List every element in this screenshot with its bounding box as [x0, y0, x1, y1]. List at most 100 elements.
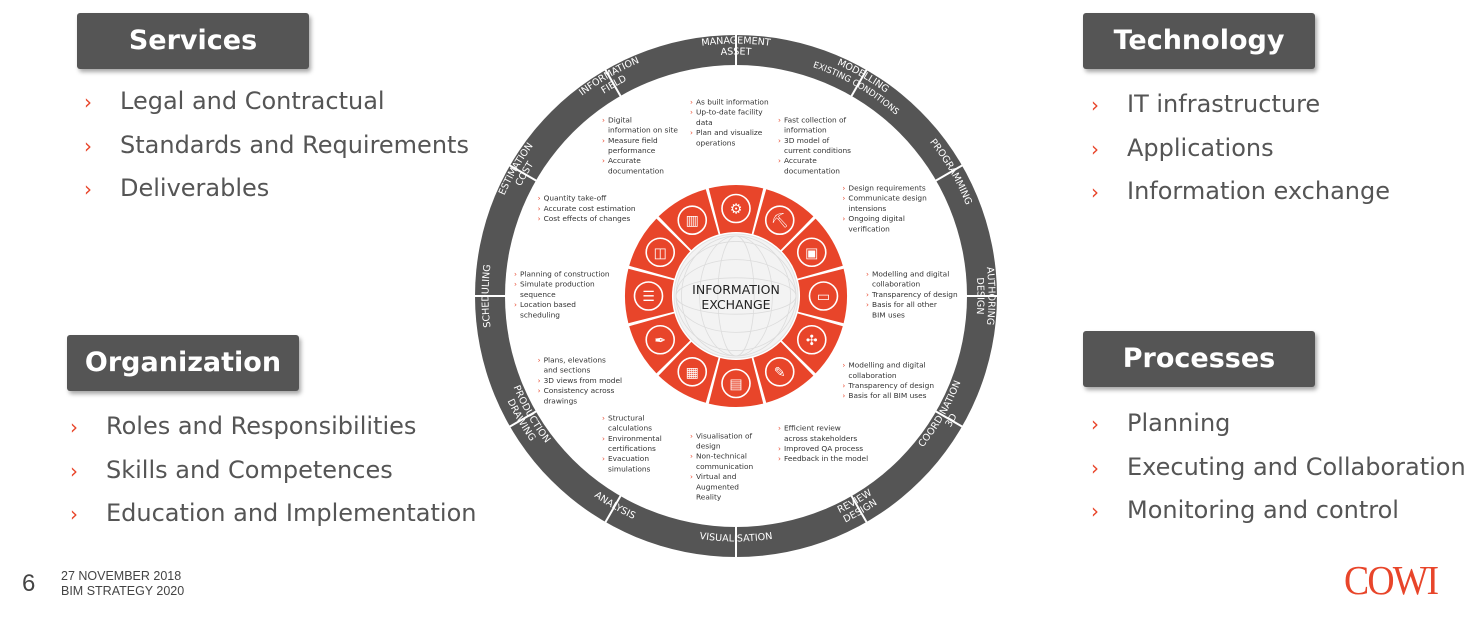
note-bullet-icon: ›	[690, 108, 693, 117]
schedule-icon: ☰	[642, 289, 655, 305]
note-line: intensions	[848, 204, 886, 213]
segment-label: SCHEDULING	[480, 264, 493, 328]
technology-heading: Technology	[1083, 13, 1315, 69]
note-line: Transparency of design	[847, 381, 934, 390]
note-line: 3D model of	[784, 136, 830, 145]
money-icon-frame	[645, 237, 676, 268]
note-line: Environmental	[608, 434, 662, 443]
note-line: certifications	[608, 444, 656, 453]
orange-sector	[629, 218, 691, 279]
calculator-icon: ▦	[686, 365, 699, 381]
bullet-chevron-icon: ›	[84, 90, 92, 114]
segment-label-text: AUTHORING	[984, 266, 997, 325]
list-item: ›Applications	[1091, 127, 1390, 171]
note-line: Design requirements	[848, 184, 925, 193]
tablet-icon-frame	[677, 205, 708, 236]
orange-sector	[658, 341, 719, 403]
note-line: Planning of construction	[520, 270, 610, 279]
note-line: Ongoing digital	[848, 214, 904, 223]
note-line: design	[696, 442, 721, 451]
note-line: and sections	[544, 366, 591, 375]
cowi-logo: COWI	[1344, 557, 1439, 603]
note-line: performance	[608, 146, 656, 155]
note-line: Virtual and	[696, 472, 737, 481]
note-bullet-icon: ›	[602, 156, 605, 165]
note-bullet-icon: ›	[538, 214, 541, 223]
orange-sector	[658, 189, 719, 251]
segment-notes: ›Planning of construction›Simulate produ…	[514, 270, 610, 320]
note-line: Reality	[696, 493, 722, 502]
note-bullet-icon: ›	[690, 452, 693, 461]
note-line: Location based	[520, 300, 576, 309]
note-bullet-icon: ›	[538, 386, 541, 395]
money-icon: ◫	[654, 245, 667, 261]
segment-label-text: MANAGEMENT	[701, 35, 772, 48]
note-line: verification	[848, 224, 890, 233]
tablet-icon: ▥	[686, 213, 699, 229]
bullet-chevron-icon: ›	[84, 177, 92, 201]
list-item-label: Standards and Requirements	[120, 130, 469, 159]
ring-separator	[850, 68, 868, 98]
ring-separator	[850, 494, 868, 524]
list-item: ›Monitoring and control	[1091, 489, 1466, 533]
note-line: Structural	[608, 413, 645, 422]
gears-icon: ⚙	[730, 202, 743, 218]
note-line: Accurate	[784, 156, 817, 165]
note-bullet-icon: ›	[538, 194, 541, 203]
note-line: Consistency across	[544, 386, 615, 395]
note-line: Augmented	[696, 482, 739, 491]
note-line: documentation	[784, 166, 840, 175]
note-line: operations	[696, 138, 735, 147]
note-bullet-icon: ›	[602, 115, 605, 124]
note-line: Communicate design	[848, 194, 927, 203]
note-line: BIM uses	[872, 310, 905, 319]
note-bullet-icon: ›	[602, 136, 605, 145]
note-line: Evacuation	[608, 454, 649, 463]
list-item-label: Monitoring and control	[1127, 496, 1399, 524]
note-bullet-icon: ›	[842, 214, 845, 223]
segment-label-text: VISUALISATION	[699, 531, 773, 545]
calculator-icon-frame	[677, 356, 708, 387]
note-line: Measure field	[608, 136, 658, 145]
excavator-icon: ⛏	[771, 213, 789, 229]
bullet-chevron-icon: ›	[70, 458, 78, 483]
note-line: across stakeholders	[784, 434, 857, 443]
note-line: As built information	[696, 98, 769, 107]
note-line: Plans, elevations	[544, 356, 606, 365]
ring-separator	[508, 410, 538, 428]
bullet-chevron-icon: ›	[70, 502, 78, 526]
note-bullet-icon: ›	[690, 472, 693, 481]
note-line: Basis for all BIM uses	[848, 391, 926, 400]
page-number: 6	[22, 570, 36, 597]
footer-text: 27 NOVEMBER 2018 BIM STRATEGY 2020	[61, 569, 184, 599]
note-bullet-icon: ›	[690, 98, 693, 107]
orange-sector	[798, 268, 847, 324]
note-bullet-icon: ›	[690, 128, 693, 137]
note-line: data	[696, 118, 713, 127]
note-bullet-icon: ›	[538, 356, 541, 365]
ring-separator	[604, 494, 622, 524]
note-line: information	[784, 126, 827, 135]
list-item-label: Executing and Collaboration	[1127, 452, 1466, 481]
list-item-label: Skills and Competences	[106, 455, 393, 484]
technology-list: ›IT infrastructure ›Applications ›Inform…	[1091, 83, 1390, 214]
ring-separator	[934, 164, 964, 182]
footer-subtitle: BIM STRATEGY 2020	[61, 584, 185, 598]
list-item: ›Legal and Contractual	[84, 80, 469, 124]
organization-list: ›Roles and Responsibilities › Skills and …	[70, 405, 476, 536]
list-item: ›Roles and Responsibilities	[70, 405, 476, 449]
segment-label: VISUALISATION	[699, 531, 773, 545]
note-line: scheduling	[520, 310, 560, 319]
note-line: collaboration	[872, 280, 920, 289]
orange-sector	[708, 185, 764, 234]
note-bullet-icon: ›	[842, 391, 845, 400]
orange-sector	[708, 358, 764, 407]
note-line: Modelling and digital	[872, 270, 949, 279]
review-checklist-icon: ✎	[774, 365, 786, 381]
note-line: collaboration	[848, 371, 896, 380]
orange-sector	[753, 341, 814, 403]
note-line: Plan and visualize	[696, 128, 763, 137]
orange-sector	[781, 218, 843, 279]
